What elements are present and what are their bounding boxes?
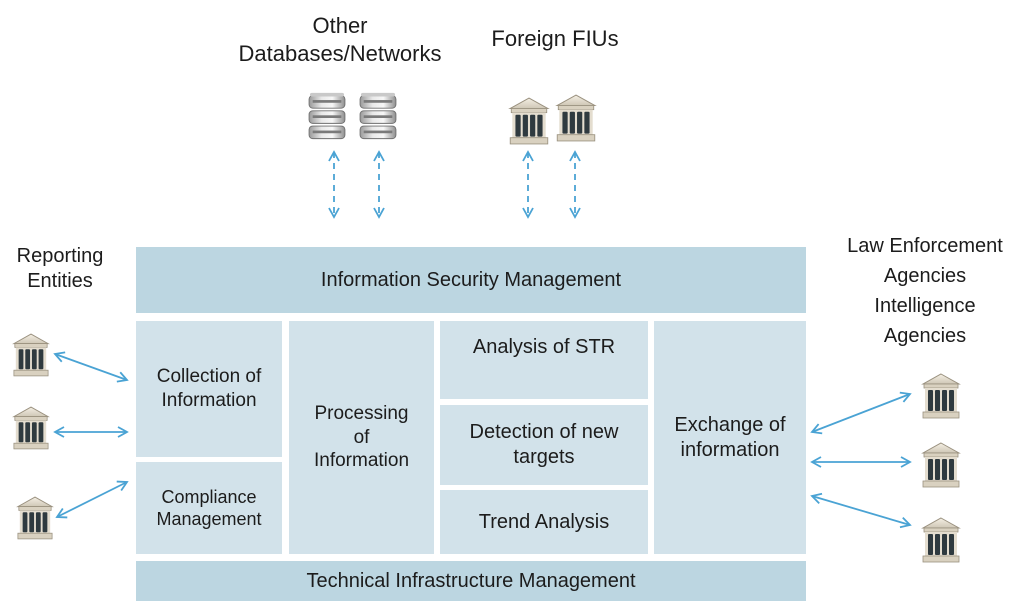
institution-icon <box>17 496 53 540</box>
technical-infrastructure-management-box: Technical Infrastructure Management <box>136 561 806 601</box>
reporting-entity-arrow <box>53 351 129 383</box>
institution-icon <box>922 517 960 563</box>
other-databases-label: Other Databases/Networks <box>238 13 442 66</box>
institution-icon <box>509 97 549 145</box>
institution-icon <box>13 406 49 450</box>
institution-icon <box>922 373 960 419</box>
reporting-entities-label: Reporting Entities <box>16 245 104 292</box>
trend-analysis-box: Trend Analysis <box>440 490 648 554</box>
institution-icon <box>922 442 960 488</box>
institution-icon <box>556 94 596 142</box>
law-enforcement-arrow <box>810 492 912 529</box>
analysis-of-str-box: Analysis of STR <box>440 321 648 399</box>
foreign-fius-label: Foreign FIUs <box>491 26 619 51</box>
information-security-management-box: Information Security Management <box>136 247 806 313</box>
database-icon <box>359 92 397 140</box>
law-enforcement-label: Law Enforcement Agencies Intelligence Ag… <box>847 235 1003 347</box>
database-icon <box>308 92 346 140</box>
law-enforcement-arrow <box>810 391 912 435</box>
reporting-entity-arrow <box>55 480 129 519</box>
institution-icon <box>13 333 49 377</box>
